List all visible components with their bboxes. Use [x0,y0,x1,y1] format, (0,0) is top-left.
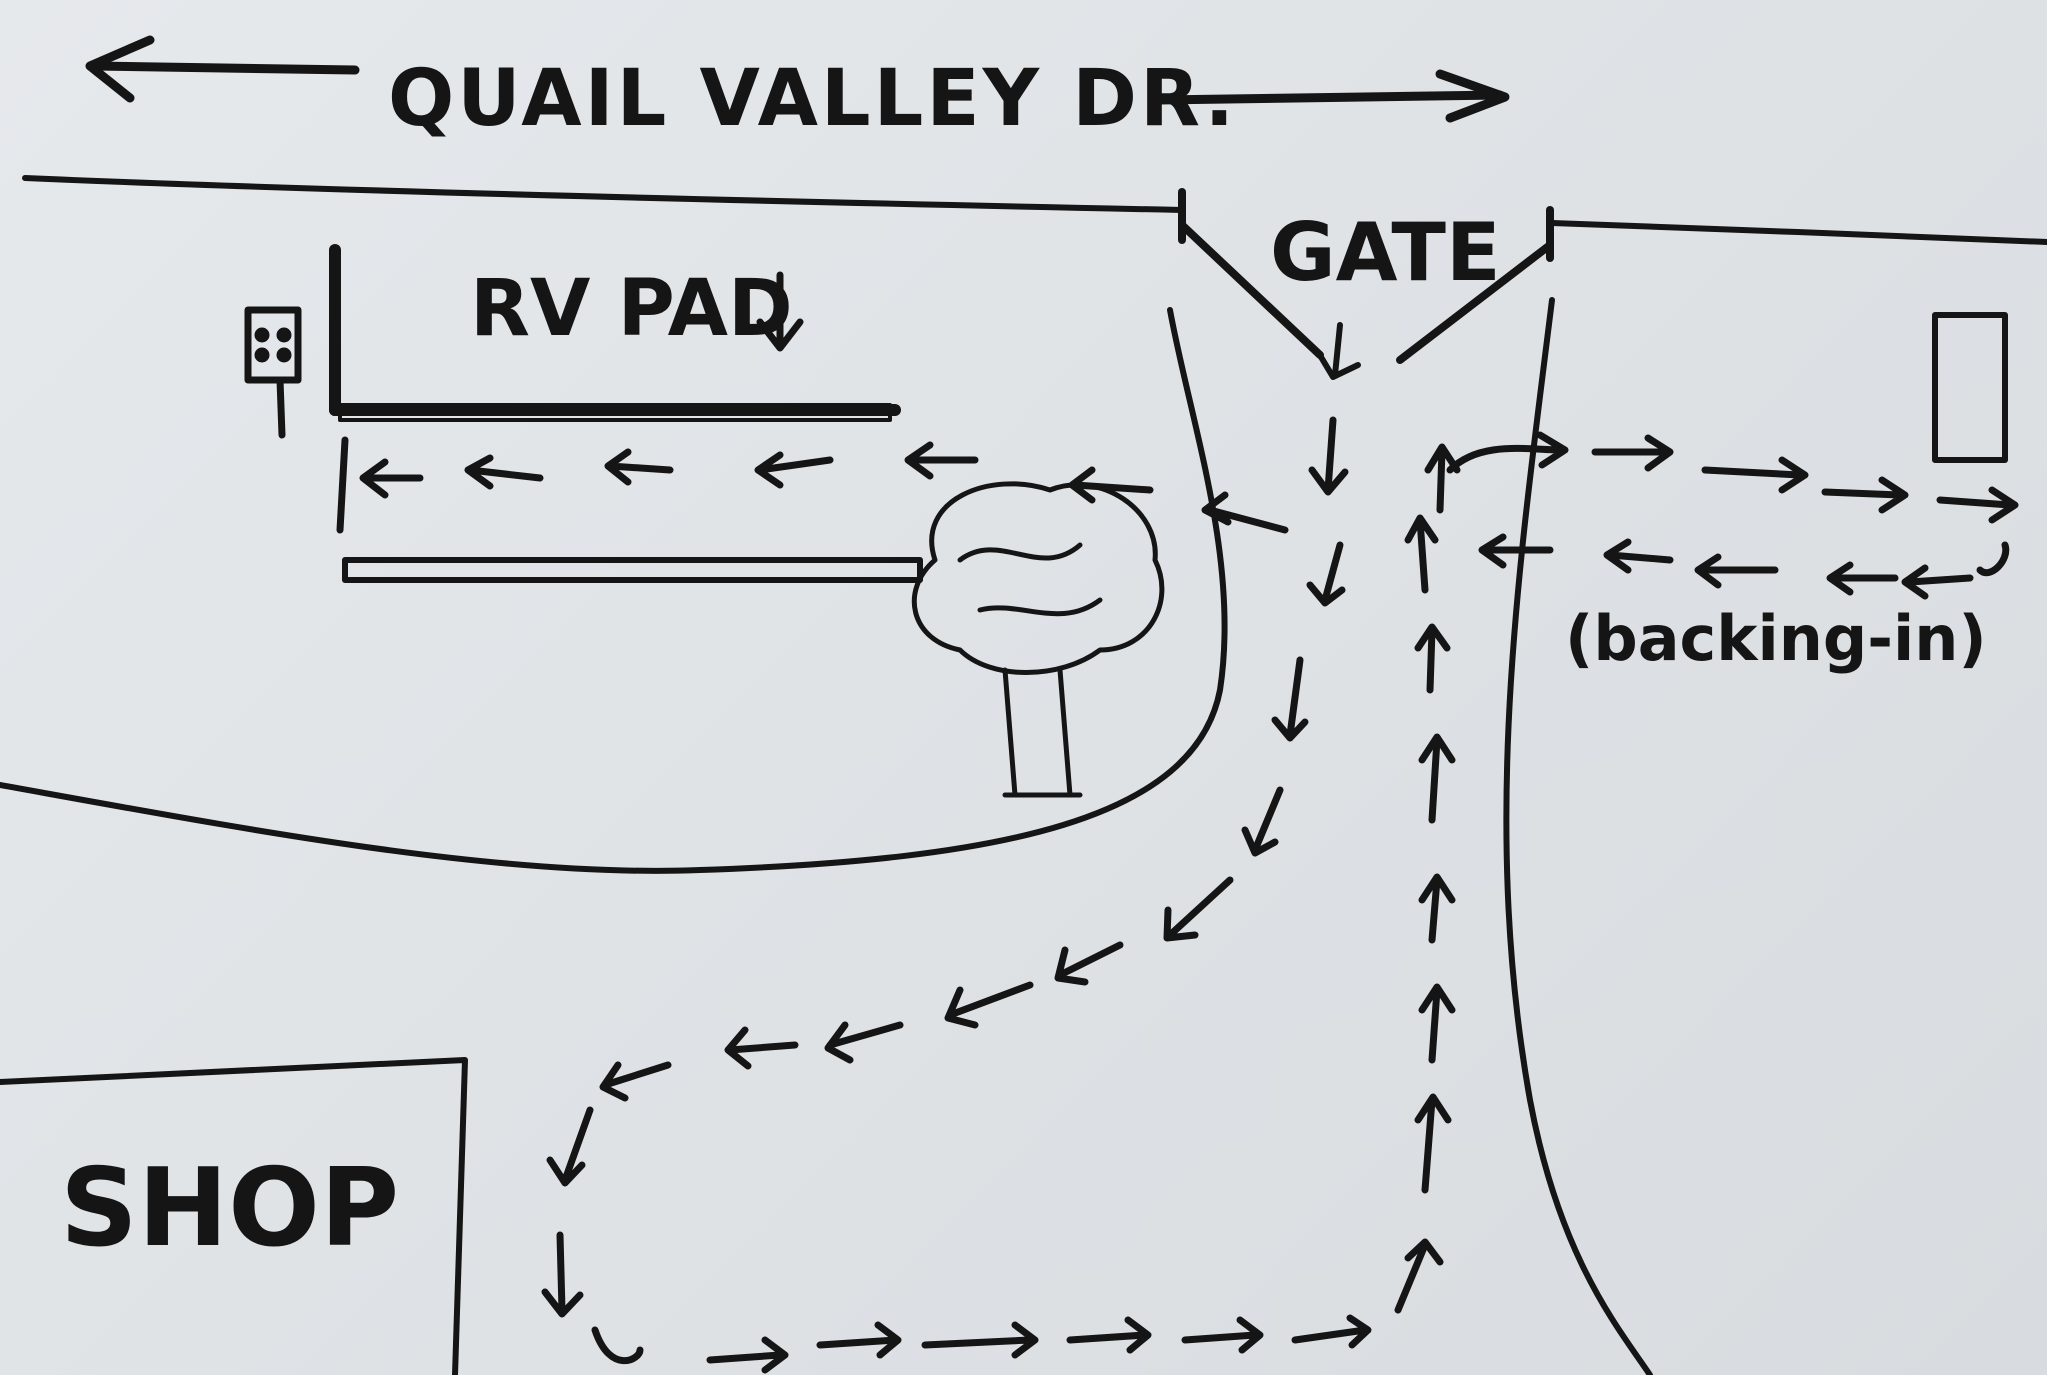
shop-building [0,1057,468,1375]
utility-box-icon [244,306,302,439]
rv-pad-down-arrow [756,271,804,352]
rv-pad [329,244,923,583]
driveway-left-edge [0,307,1228,874]
gate-entry-arrow [1315,322,1361,380]
street-boundary-line-right [1549,220,2047,245]
backing-in-route-arrows [1446,431,2019,600]
shop-label: SHOP [60,1146,399,1271]
rv-pad-label: RV PAD [470,264,793,354]
shop-route-arrows [541,416,1349,1365]
rv-pad-path-arrows [359,441,1289,534]
street-right-arrow [1155,69,1510,123]
return-route-arrows [706,443,1461,1374]
tree-icon [911,481,1165,798]
driveway-right-edge [1503,297,1653,1375]
backing-in-label: (backing-in) [1565,602,1987,675]
street-label: QUAIL VALLEY DR. [388,54,1237,144]
gate-label: GATE [1270,206,1501,299]
street-left-arrow [85,35,360,103]
street-boundary-line [22,175,1185,213]
gate [1178,188,1554,364]
parking-spot [1932,312,2008,463]
